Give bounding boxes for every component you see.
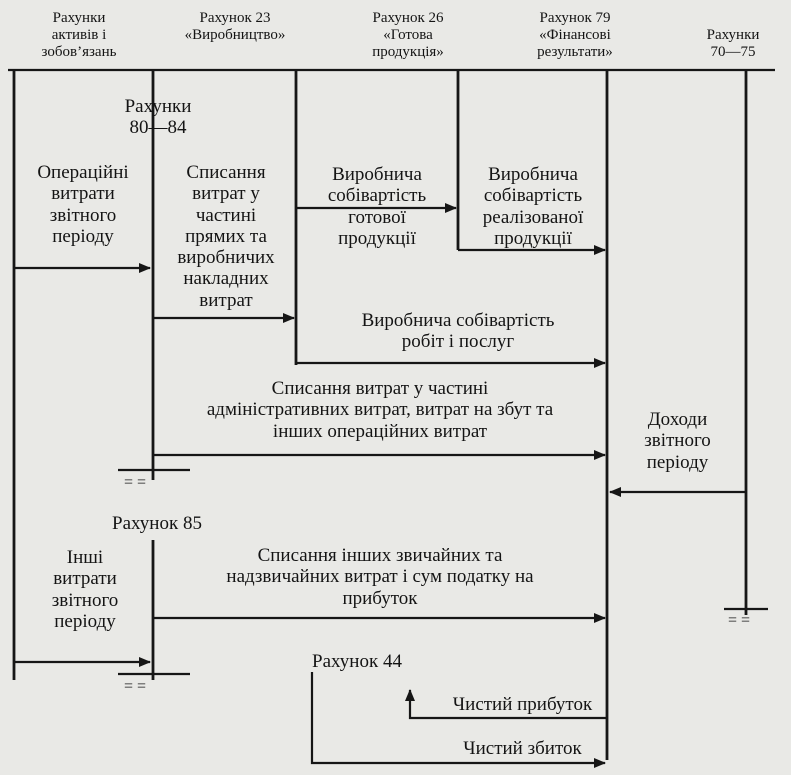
label-cost-finished: Виробнича собівартість готової продукції: [327, 164, 427, 249]
label-acc70-75: Рахунки 70—75: [706, 27, 760, 60]
label-write-off-other: Списання інших звичайних та надзвичайних…: [226, 545, 534, 609]
label-assets-liabilities: Рахунки активів і зобов’язань: [41, 10, 117, 60]
label-acc85: Рахунок 85: [112, 513, 202, 534]
label-cost-sold: Виробнича собівартість реалізованої прод…: [482, 164, 584, 249]
closing-mark-85: = =: [124, 678, 147, 695]
label-other-costs: Інші витрати звітного періоду: [51, 547, 119, 632]
label-operating-costs: Операційні витрати звітного періоду: [37, 162, 129, 247]
label-write-off-direct: Списання витрат у частині прямих та виро…: [177, 162, 275, 311]
label-write-off-admin: Списання витрат у частині адміністративн…: [206, 378, 554, 442]
label-net-profit: Чистий прибуток: [452, 694, 593, 715]
label-acc26: Рахунок 26 «Готова продукція»: [372, 10, 444, 60]
closing-mark-70-75: = =: [728, 612, 751, 629]
label-acc79: Рахунок 79 «Фінансові результати»: [537, 10, 613, 60]
arrow-net-profit: [405, 689, 607, 720]
label-acc80-84: Рахунки 80—84: [124, 96, 192, 139]
label-net-loss: Чистий збиток: [463, 738, 582, 759]
closing-mark-80-84: = =: [124, 474, 147, 491]
label-acc23: Рахунок 23 «Виробництво»: [184, 10, 286, 43]
label-acc44: Рахунок 44: [312, 651, 402, 672]
label-income: Доходи звітного періоду: [644, 409, 711, 473]
arrow-net-loss: [310, 672, 606, 768]
label-cost-works: Виробнича собівартість робіт і послуг: [361, 310, 555, 353]
